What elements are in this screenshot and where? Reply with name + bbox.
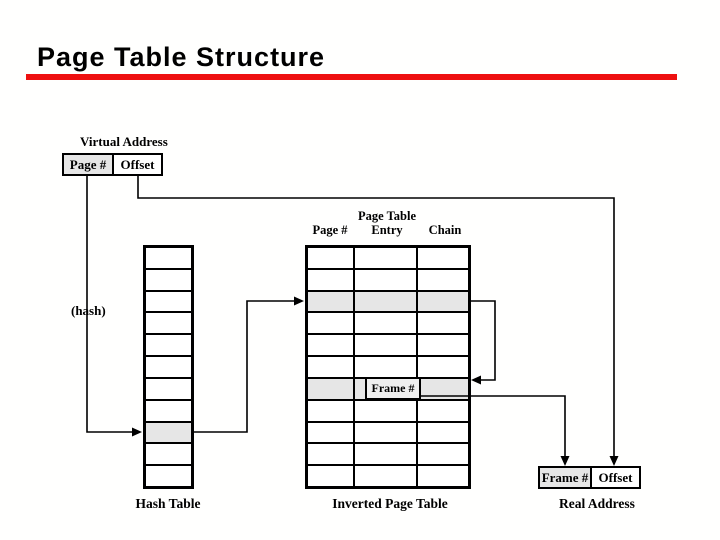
table-cell	[146, 444, 191, 464]
table-cell	[418, 466, 468, 486]
frame-number-label-box: Frame #	[365, 377, 421, 400]
table-row	[146, 442, 191, 464]
table-row	[146, 311, 191, 333]
arrowhead-into-hash-row	[132, 427, 142, 437]
table-row	[146, 398, 191, 421]
table-cell	[308, 291, 355, 312]
table-row	[146, 333, 191, 355]
table-cell	[418, 379, 468, 399]
hash-table	[143, 245, 194, 489]
table-cell	[418, 444, 468, 464]
arrowhead-into-frame-field	[560, 456, 570, 466]
table-cell	[355, 248, 418, 268]
table-row	[308, 398, 468, 421]
table-cell	[146, 423, 191, 443]
table-cell	[355, 313, 418, 334]
table-cell	[308, 313, 355, 334]
table-cell	[418, 357, 468, 377]
table-cell	[308, 378, 355, 399]
table-cell	[308, 335, 355, 356]
table-row	[308, 289, 468, 312]
real-address-box: Frame # Offset	[538, 466, 641, 489]
ipt-header-page-number: Page #	[312, 223, 348, 237]
table-cell	[308, 444, 355, 465]
ipt-header-page-table-entry: Page Table Entry	[358, 209, 416, 237]
table-cell	[308, 422, 355, 443]
table-cell	[308, 357, 355, 377]
table-cell	[418, 313, 468, 333]
table-cell	[355, 422, 418, 443]
table-cell	[146, 466, 191, 486]
table-cell	[308, 269, 355, 290]
table-cell	[146, 401, 191, 421]
arrowhead-into-ipt-row	[294, 296, 304, 306]
table-cell	[146, 335, 191, 355]
table-cell	[146, 313, 191, 333]
table-cell	[418, 401, 468, 421]
virtual-address-box: Page # Offset	[62, 153, 163, 176]
table-cell	[308, 400, 355, 421]
virtual-address-offset-field: Offset	[120, 156, 155, 172]
hash-table-caption: Hash Table	[135, 496, 201, 511]
ipt-header-chain: Chain	[428, 223, 462, 237]
table-cell	[355, 466, 418, 486]
real-address-offset-field: Offset	[598, 469, 633, 485]
table-row	[146, 464, 191, 486]
virtual-address-page-field: Page #	[64, 155, 114, 174]
table-cell	[418, 270, 468, 290]
table-cell	[146, 270, 191, 290]
virtual-address-label: Virtual Address	[80, 134, 168, 149]
hash-function-label: (hash)	[68, 303, 109, 319]
table-row	[308, 355, 468, 377]
table-cell	[355, 444, 418, 465]
table-cell	[146, 357, 191, 377]
hash-to-ipt-wire	[193, 300, 296, 433]
table-row	[146, 376, 191, 399]
table-cell	[146, 292, 191, 312]
table-cell	[146, 379, 191, 399]
table-cell	[355, 400, 418, 421]
table-cell	[355, 335, 418, 356]
table-row	[308, 267, 468, 290]
table-cell	[418, 335, 468, 355]
table-row	[308, 420, 468, 443]
table-row	[308, 333, 468, 356]
arrowhead-into-offset-field	[609, 456, 619, 466]
table-row	[146, 289, 191, 312]
table-cell	[146, 248, 191, 268]
table-row	[146, 248, 191, 268]
table-cell	[355, 291, 418, 312]
table-row	[308, 442, 468, 465]
table-cell	[418, 248, 468, 268]
inverted-page-table-caption: Inverted Page Table	[332, 496, 448, 511]
table-row	[146, 420, 191, 443]
real-address-frame-field: Frame #	[540, 468, 592, 487]
inverted-page-table	[305, 245, 471, 489]
table-cell	[308, 466, 355, 486]
table-cell	[355, 269, 418, 290]
title-underline-rule	[26, 74, 677, 80]
table-cell	[418, 423, 468, 443]
chain-loop-wire	[470, 300, 496, 381]
table-cell	[308, 248, 355, 268]
table-row	[308, 311, 468, 334]
table-cell	[355, 357, 418, 377]
table-row	[308, 248, 468, 268]
real-address-caption: Real Address	[559, 496, 635, 511]
table-row	[146, 267, 191, 290]
table-row	[146, 355, 191, 377]
page-title: Page Table Structure	[37, 42, 326, 72]
table-row	[308, 464, 468, 486]
arrowhead-chain-return	[471, 375, 481, 385]
table-cell	[418, 292, 468, 312]
